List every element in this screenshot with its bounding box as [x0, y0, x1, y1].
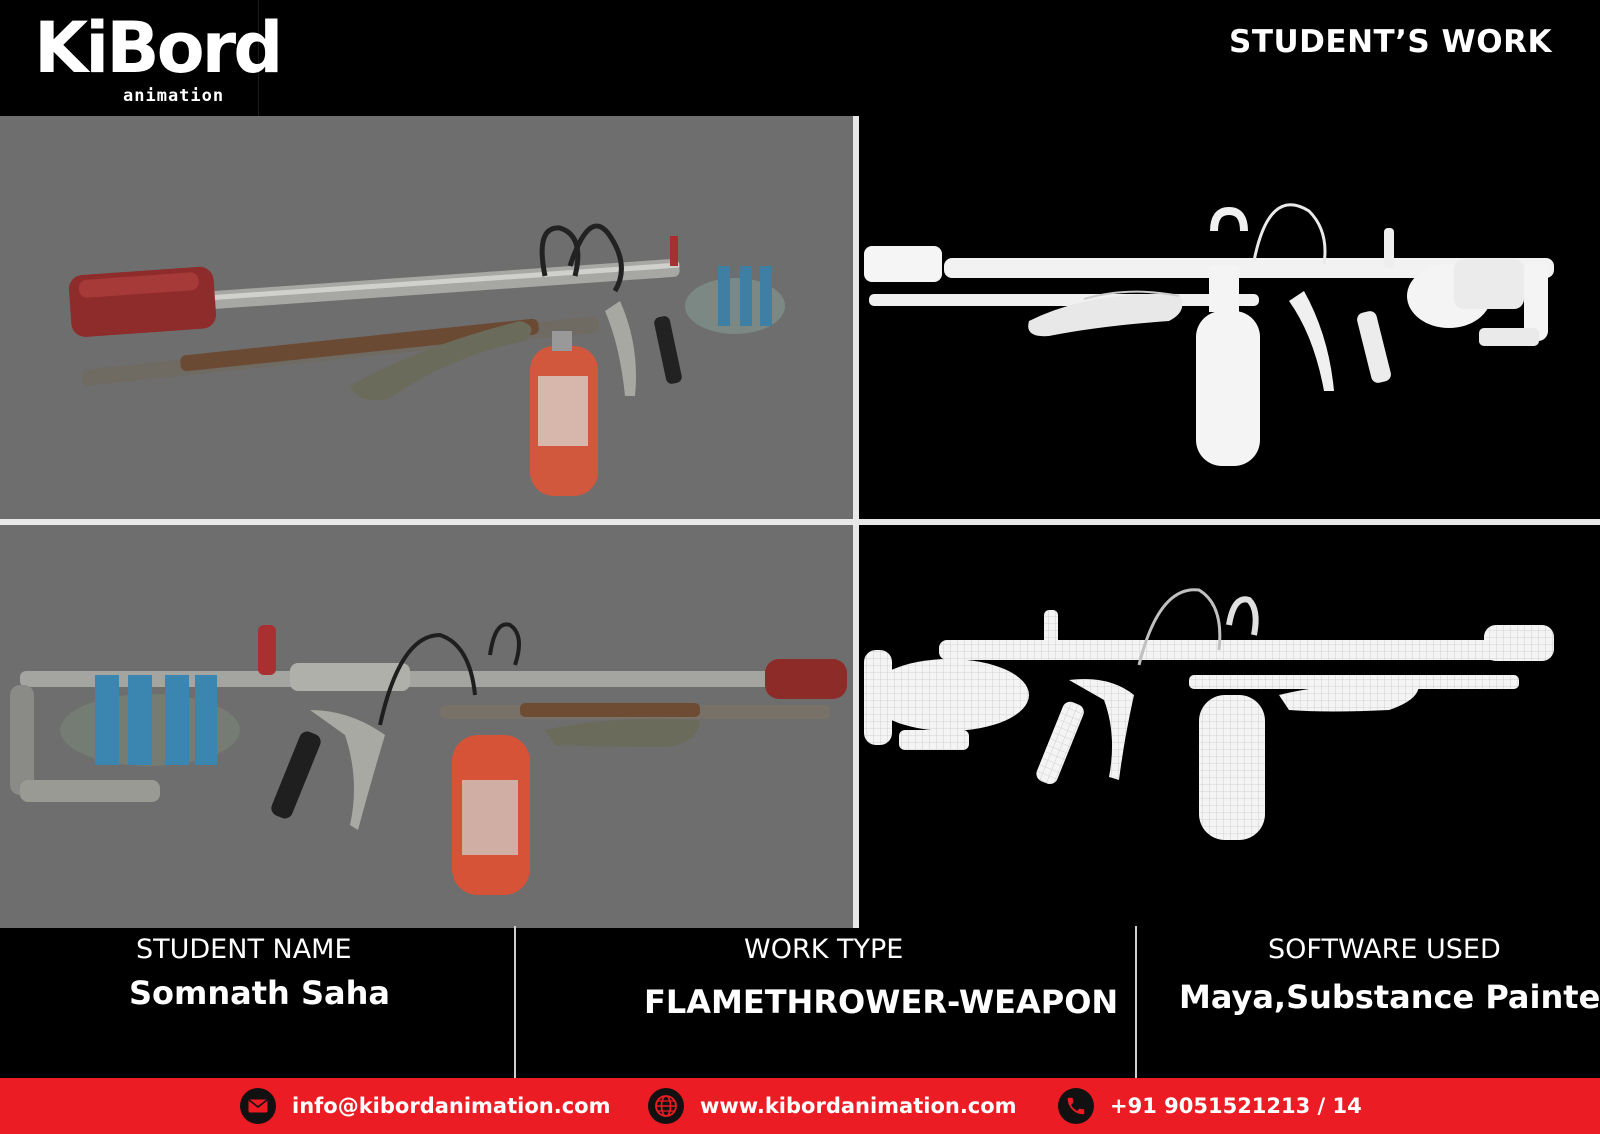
mail-icon	[240, 1088, 276, 1124]
page-title: STUDENT’S WORK	[1229, 24, 1552, 60]
brand-logo: KiBord animation	[0, 0, 283, 116]
footer-email-text: info@kibordanimation.com	[292, 1094, 611, 1118]
phone-icon	[1058, 1088, 1094, 1124]
logo-wordmark: KiBord	[34, 7, 283, 89]
panel-divider-horizontal	[0, 519, 1600, 525]
panel-divider-vertical	[853, 116, 859, 928]
software-value: Maya,Substance Painter	[1179, 978, 1600, 1016]
software-label: SOFTWARE USED	[1268, 934, 1501, 965]
software-section: SOFTWARE USED Maya,Substance Painter	[1137, 928, 1600, 1078]
student-name-value: Somnath Saha	[129, 974, 390, 1012]
student-name-section: STUDENT NAME Somnath Saha	[0, 928, 514, 1078]
footer-phone[interactable]: +91 9051521213 / 14	[1058, 1086, 1362, 1126]
work-type-label: WORK TYPE	[744, 934, 904, 965]
render-panel-textured-left	[0, 116, 853, 519]
footer-website-text: www.kibordanimation.com	[700, 1094, 1017, 1118]
student-name-label: STUDENT NAME	[136, 934, 352, 965]
work-type-section: WORK TYPE FLAMETHROWER-WEAPON	[516, 928, 1135, 1078]
work-type-value: FLAMETHROWER-WEAPON	[644, 983, 1119, 1021]
contact-footer: info@kibordanimation.com www.kibordanima…	[0, 1078, 1600, 1134]
globe-icon	[648, 1088, 684, 1124]
info-divider	[1135, 926, 1137, 1078]
render-panel-wireframe	[859, 525, 1600, 928]
footer-website[interactable]: www.kibordanimation.com	[648, 1086, 1017, 1126]
render-panel-textured-right	[0, 525, 853, 928]
footer-phone-text: +91 9051521213 / 14	[1110, 1094, 1362, 1118]
render-panel-clay	[859, 116, 1600, 519]
logo-subtitle: animation	[123, 86, 225, 106]
footer-email[interactable]: info@kibordanimation.com	[240, 1086, 610, 1126]
info-divider	[514, 926, 516, 1078]
